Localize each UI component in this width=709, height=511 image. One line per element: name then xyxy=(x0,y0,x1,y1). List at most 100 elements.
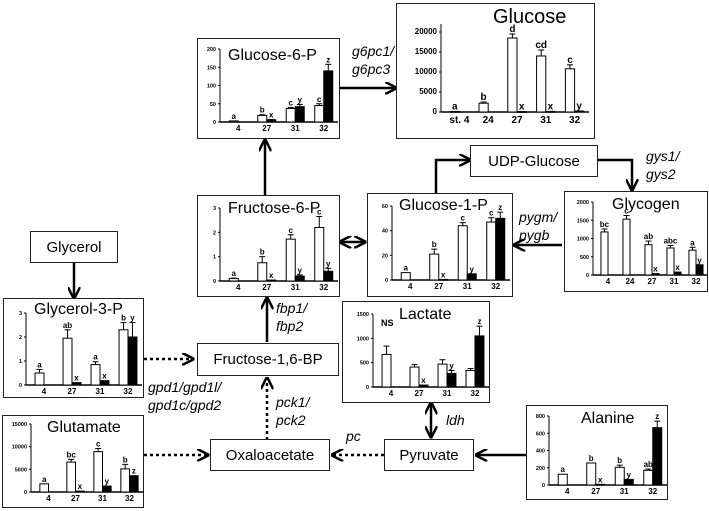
significance-letter: c xyxy=(489,209,494,218)
x-tick-label: st. 4 xyxy=(449,115,469,126)
bar-white xyxy=(564,68,576,113)
significance-letter: x xyxy=(102,372,107,381)
bar-white xyxy=(285,107,296,123)
bar-white xyxy=(285,238,296,282)
bar-black xyxy=(446,372,457,388)
significance-letter: c xyxy=(317,208,322,217)
significance-letter: y xyxy=(697,256,702,265)
significance-letter: x xyxy=(269,271,274,280)
bar-white xyxy=(622,218,631,276)
significance-letter: b xyxy=(589,454,594,463)
y-tick-label: 10000 xyxy=(12,445,27,451)
significance-letter: y xyxy=(298,95,303,104)
significance-letter: y xyxy=(298,266,303,275)
y-tick-label: 0 xyxy=(433,107,438,116)
significance-letter: b xyxy=(121,314,126,323)
y-tick-label: 1000 xyxy=(357,336,369,342)
y-tick-label: 0 xyxy=(213,279,216,285)
x-tick-label: 31 xyxy=(670,277,679,286)
x-tick-label: 27 xyxy=(68,387,77,396)
bar-black xyxy=(695,264,704,276)
significance-letter: b xyxy=(260,248,265,257)
y-tick-label: 1500 xyxy=(577,218,589,224)
significance-letter: b xyxy=(617,456,622,465)
bar-black xyxy=(127,336,138,386)
bar-black xyxy=(323,70,334,123)
x-tick-label: 4 xyxy=(565,487,570,496)
significance-letter: ab xyxy=(63,321,72,330)
y-tick-label: 2 xyxy=(19,335,22,341)
y-tick-label: 40 xyxy=(382,229,388,235)
bar-white xyxy=(314,105,325,123)
x-tick-label: 31 xyxy=(98,494,107,503)
ns-label: NS xyxy=(381,318,394,328)
bar-white xyxy=(478,102,489,113)
x-tick-label: 31 xyxy=(443,389,452,398)
significance-letter: c xyxy=(317,95,322,104)
bar-white xyxy=(666,247,675,276)
enzyme-fbp: fbp1/fbp2 xyxy=(276,300,308,334)
y-tick-label: 150 xyxy=(207,65,216,71)
x-tick-label: 32 xyxy=(124,387,133,396)
significance-letter: y xyxy=(130,314,135,323)
significance-letter: c xyxy=(624,207,629,216)
y-tick-label: 0 xyxy=(385,278,388,284)
x-tick-label: 4 xyxy=(389,389,394,398)
x-tick-label: 32 xyxy=(491,282,500,291)
y-tick-label: 15000 xyxy=(415,47,438,56)
bar-black xyxy=(102,485,112,493)
x-tick-label: 32 xyxy=(569,115,581,126)
x-tick-label: 32 xyxy=(319,283,328,292)
significance-letter: a xyxy=(93,353,98,362)
bar-white xyxy=(688,249,697,276)
significance-letter: x xyxy=(441,270,446,279)
significance-letter: x xyxy=(653,265,658,274)
y-tick-label: 200 xyxy=(536,466,545,472)
chart-title: Alanine xyxy=(581,410,635,427)
bar-black xyxy=(466,273,477,281)
significance-letter: a xyxy=(690,238,695,247)
bar-black xyxy=(623,478,634,486)
significance-letter: y xyxy=(470,265,475,274)
node-oxaloacetate: Oxaloacetate xyxy=(210,439,330,471)
enzyme-pyg: pygm/pygb xyxy=(519,209,558,243)
node-glycerol: Glycerol xyxy=(30,231,118,263)
y-tick-label: 1500 xyxy=(357,312,369,318)
bar-black xyxy=(75,490,85,493)
bar-white xyxy=(314,226,325,282)
significance-letter: abc xyxy=(664,236,678,245)
significance-letter: a xyxy=(42,475,47,484)
bar-white xyxy=(228,278,239,282)
bar-black xyxy=(516,111,527,113)
significance-letter: b xyxy=(123,455,128,464)
x-tick-label: 24 xyxy=(626,277,635,286)
significance-letter: x xyxy=(78,482,83,491)
chart-title: Glycogen xyxy=(612,196,680,213)
y-tick-label: 3 xyxy=(19,311,22,317)
y-tick-label: 0 xyxy=(586,273,589,279)
significance-letter: d xyxy=(509,24,515,35)
chart-title: Glycerol-3-P xyxy=(34,301,123,318)
enzyme-ldh: ldh xyxy=(446,412,465,428)
arrow-g1p-to-udpg xyxy=(434,160,470,193)
enzyme-gys: gys1/gys2 xyxy=(646,148,680,182)
y-tick-label: 15000 xyxy=(12,422,27,428)
bar-white xyxy=(93,451,104,493)
y-tick-label: 800 xyxy=(536,414,545,420)
bar-white xyxy=(557,473,568,486)
y-tick-label: 500 xyxy=(580,255,589,261)
enzyme-pck: pck1/pck2 xyxy=(276,394,310,428)
bar-black xyxy=(323,270,334,282)
significance-letter: cd xyxy=(535,40,547,51)
bar-black xyxy=(495,217,506,281)
bar-white xyxy=(449,110,460,113)
x-tick-label: 32 xyxy=(319,124,328,133)
